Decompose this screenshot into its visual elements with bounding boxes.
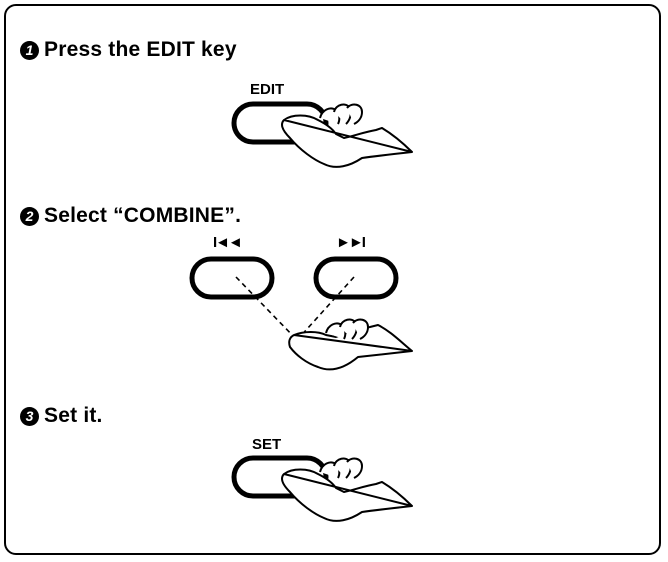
edit-key-button[interactable] bbox=[231, 101, 329, 145]
pointer-dashed-line bbox=[235, 276, 297, 340]
instruction-panel: 1 Press the EDIT key EDIT 2 Select “COMB… bbox=[4, 4, 661, 555]
set-key-label: SET bbox=[252, 436, 282, 453]
skip-forward-button[interactable] bbox=[313, 256, 399, 300]
step-number-badge: 2 bbox=[20, 206, 39, 226]
step-number-badge: 1 bbox=[20, 40, 39, 60]
step-number-badge: 3 bbox=[20, 406, 39, 426]
step-2-text: Select “COMBINE”. bbox=[44, 204, 242, 227]
finger-point-icon bbox=[288, 318, 413, 371]
skip-back-label: I◄◄ bbox=[213, 234, 243, 251]
select-keys-illustration bbox=[189, 256, 413, 371]
step-1-text: Press the EDIT key bbox=[44, 38, 237, 61]
skip-forward-label: ►►I bbox=[336, 234, 366, 251]
edit-key-label: EDIT bbox=[250, 81, 285, 98]
pointer-dashed-line bbox=[297, 276, 355, 340]
step-3: 3 Set it. bbox=[20, 404, 103, 428]
finger-press-icon bbox=[281, 103, 413, 168]
step-3-text: Set it. bbox=[44, 404, 103, 427]
set-key-button[interactable] bbox=[231, 455, 329, 499]
set-key-press-illustration bbox=[231, 455, 413, 522]
step-1: 1 Press the EDIT key bbox=[20, 38, 237, 62]
finger-press-icon bbox=[281, 457, 413, 522]
skip-back-button[interactable] bbox=[189, 256, 275, 300]
step-2: 2 Select “COMBINE”. bbox=[20, 204, 241, 228]
edit-key-press-illustration bbox=[231, 101, 413, 168]
